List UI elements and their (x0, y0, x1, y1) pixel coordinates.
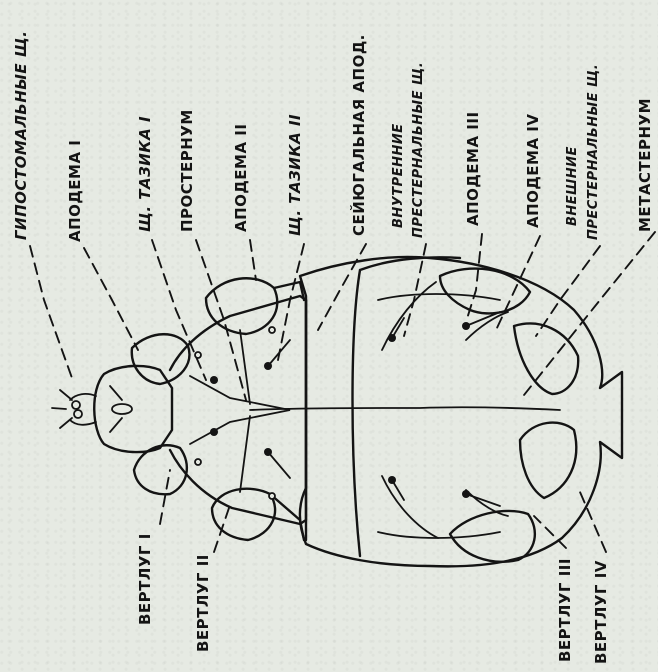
label-apodema-3: АПОДЕМА III (464, 111, 482, 226)
label-vertlug-3: ВЕРТЛУГ III (556, 558, 574, 662)
label-apodema-1: АПОДЕМА I (66, 140, 84, 242)
label-apodema-2: АПОДЕМА II (232, 124, 250, 232)
mite-body (52, 257, 622, 566)
label-vneshnie-line2: ПРЕСТЕРНАЛЬНЫЕ Щ. (586, 64, 601, 240)
label-vertlug-1: ВЕРТЛУГ I (136, 533, 154, 625)
label-vertlug-2: ВЕРТЛУГ II (194, 554, 212, 652)
label-gipostomalnye: ГИПОСТОМАЛЬНЫЕ Щ. (12, 31, 30, 240)
label-vnutrennie-line2: ПРЕСТЕРНАЛЬНЫЕ Щ. (411, 62, 426, 238)
top-labels: ГИПОСТОМАЛЬНЫЕ Щ. АПОДЕМА I Щ. ТАЗИКА I … (12, 31, 654, 242)
label-metasternum: МЕТАСТЕРНУМ (636, 98, 654, 232)
label-shch-tazika-1: Щ. ТАЗИКА I (136, 116, 154, 232)
label-vneshnie-line1: ВНЕШНИЕ (565, 146, 580, 226)
label-vnutrennie-line1: ВНУТРЕННИЕ (391, 123, 406, 228)
label-prosternum: ПРОСТЕРНУМ (178, 109, 196, 232)
label-seyugalnaya: СЕЙЮГАЛЬНАЯ АПОД. (349, 34, 368, 236)
label-vertlug-4: ВЕРТЛУГ IV (592, 560, 610, 664)
label-apodema-4: АПОДЕМА IV (524, 114, 542, 228)
bottom-labels: ВЕРТЛУГ I ВЕРТЛУГ II ВЕРТЛУГ III ВЕРТЛУГ… (136, 533, 610, 664)
label-shch-tazika-2: Щ. ТАЗИКА II (286, 114, 304, 236)
